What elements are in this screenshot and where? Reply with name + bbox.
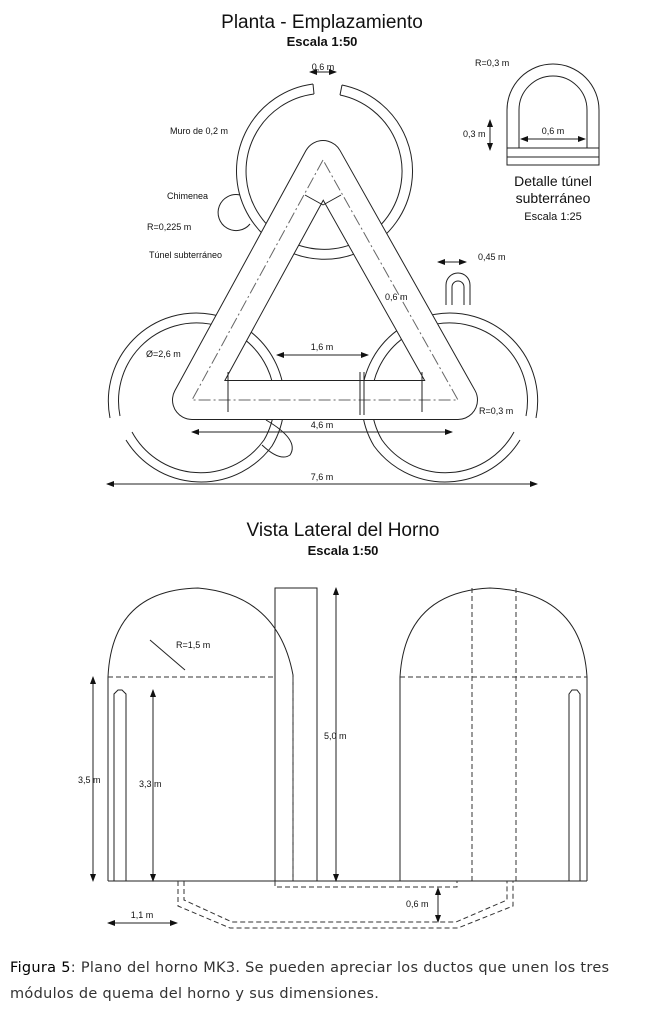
detail-height: 0,3 m [463,129,486,139]
chimney-right [445,272,471,305]
detail-radius: R=0,3 m [475,58,509,68]
label-wall: Muro de 0,2 m [170,126,228,136]
label-tunnel: Túnel subterráneo [149,250,222,260]
chimney-top [217,194,251,232]
caption-text: : Plano del horno MK3. Se pueden aprecia… [10,960,610,1002]
side-scale: Escala 1:50 [308,543,379,558]
dim-wall-height: 3,5 m [78,775,101,785]
label-chimney-radius: R=0,225 m [147,222,191,232]
dim-tunnel-width: 0,6 m [385,292,408,302]
label-diameter: Ø=2,6 m [146,349,181,359]
detail-width: 0,6 m [542,126,565,136]
figure-caption: Figura 5: Plano del horno MK3. Se pueden… [10,955,650,1007]
dim-inner-height: 3,3 m [139,779,162,789]
dim-total-span: 7,6 m [311,472,334,482]
dim-inner-span: 1,6 m [311,342,334,352]
tunnel-detail: R=0,3 m 0,3 m 0,6 m Detalle túnel subter… [463,58,600,223]
dim-width: 1,1 m [131,910,154,920]
plan-scale: Escala 1:50 [287,34,358,49]
chimney-bottom [261,419,293,458]
detail-scale: Escala 1:25 [524,211,581,223]
side-title: Vista Lateral del Horno [247,520,440,541]
label-chimney: Chimenea [167,191,208,201]
detail-title-2: subterráneo [516,190,591,206]
dim-tunnel-span: 4,6 m [311,420,334,430]
side-view: Vista Lateral del Horno Escala 1:50 R=1,… [78,520,588,929]
dim-chimney-height: 5,0 m [324,731,347,741]
dim-duct-depth: 0,6 m [406,899,429,909]
dim-chimney-width: 0,45 m [478,252,506,262]
caption-label: Figura 5 [10,960,71,976]
plan-view: Planta - Emplazamiento Escala 1:50 [106,12,539,487]
top-chamber-wall [236,83,413,260]
underground-tunnel [172,140,478,420]
dim-gap: 0,6 m [312,62,335,72]
dim-dome-radius: R=1,5 m [176,640,210,650]
label-corner-radius: R=0,3 m [479,406,513,416]
detail-title-1: Detalle túnel [514,173,592,189]
plan-title: Planta - Emplazamiento [221,12,423,33]
